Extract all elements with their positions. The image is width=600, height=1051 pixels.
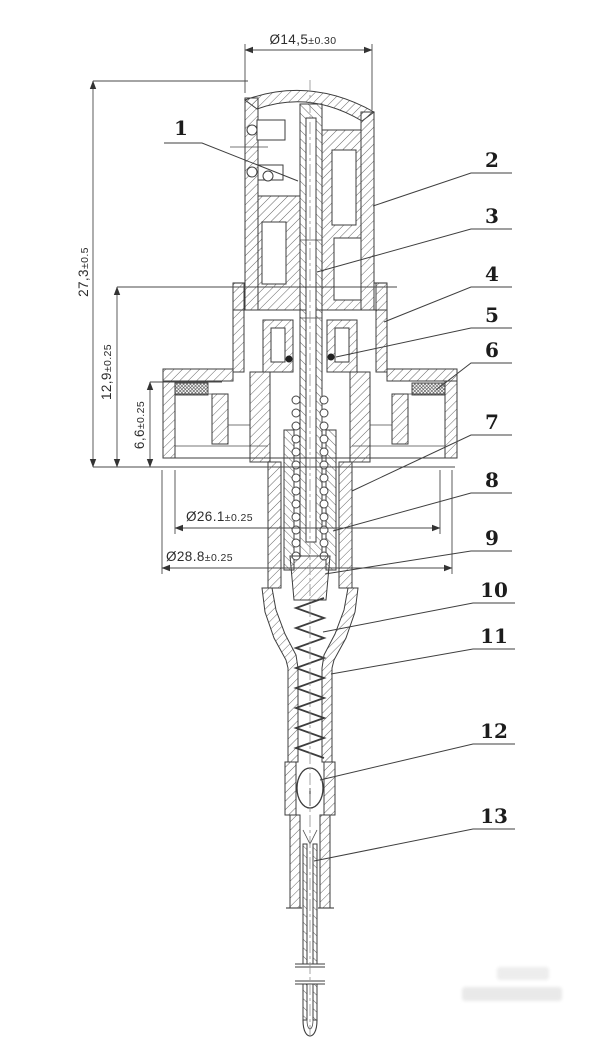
chamber-spring (291, 395, 329, 561)
nozzle-insert (230, 119, 286, 182)
lower-body (261, 587, 359, 763)
callout-11-label: 11 (480, 624, 508, 648)
pump-chamber (249, 371, 371, 589)
dimension-inner-diameter: Ø26.1±0.25 (174, 470, 441, 534)
pump-stem (299, 103, 323, 557)
callout-6-label: 6 (485, 338, 499, 362)
callout-8-label: 8 (485, 468, 499, 492)
collar-gasket-left (174, 382, 209, 396)
lower-spring (293, 597, 327, 759)
dim-overall-height-text: 27,3±0.5 (76, 247, 91, 297)
dimension-flange-height: 6,6±0.25 (132, 381, 222, 468)
closure-collar (162, 368, 458, 459)
dim-inner-diameter-text: Ø26.1±0.25 (186, 509, 253, 524)
callout-10: 10 (322, 578, 515, 633)
dimension-overall-height: 27,3±0.5 (76, 80, 455, 468)
actuator-skirt (232, 282, 388, 373)
dimension-outer-diameter: Ø28.8±0.25 (161, 470, 453, 574)
callout-4-label: 4 (485, 262, 499, 286)
actuator-head (233, 89, 387, 311)
callout-5: 5 (335, 303, 512, 358)
dim-mid-height-text: 12,9±0.25 (99, 344, 114, 400)
callout-2: 2 (372, 148, 512, 207)
seal-dot-right (327, 353, 335, 361)
callout-2-label: 2 (485, 148, 499, 172)
callout-9-label: 9 (485, 526, 499, 550)
dimension-mid-height: 12,9±0.25 (99, 286, 397, 468)
callout-12: 12 (319, 719, 515, 781)
callout-12-label: 12 (480, 719, 508, 743)
callout-3: 3 (316, 204, 512, 273)
watermark (462, 967, 562, 1001)
callout-1: 1 (164, 116, 299, 182)
callout-11: 11 (330, 624, 515, 675)
dim-top-diameter-text: Ø14,5±0.30 (270, 32, 337, 47)
dim-flange-height-text: 6,6±0.25 (132, 401, 147, 449)
callout-3-label: 3 (485, 204, 499, 228)
callout-9: 9 (324, 526, 512, 575)
seal-dot-left (285, 355, 293, 363)
callout-1-label: 1 (174, 116, 188, 140)
dimension-top-diameter: Ø14,5±0.30 (244, 32, 373, 110)
callout-6: 6 (435, 338, 512, 391)
dim-outer-diameter-text: Ø28.8±0.25 (166, 549, 233, 564)
callout-8: 8 (332, 468, 512, 532)
callout-4: 4 (383, 262, 512, 323)
callout-13: 13 (313, 804, 515, 862)
callout-10-label: 10 (480, 578, 508, 602)
callout-5-label: 5 (485, 303, 499, 327)
callout-13-label: 13 (480, 804, 508, 828)
callout-7-label: 7 (485, 410, 499, 434)
callout-7: 7 (351, 410, 512, 492)
collar-gasket-right (411, 382, 446, 396)
seal-housing (262, 319, 358, 373)
dip-tube (302, 843, 318, 1037)
